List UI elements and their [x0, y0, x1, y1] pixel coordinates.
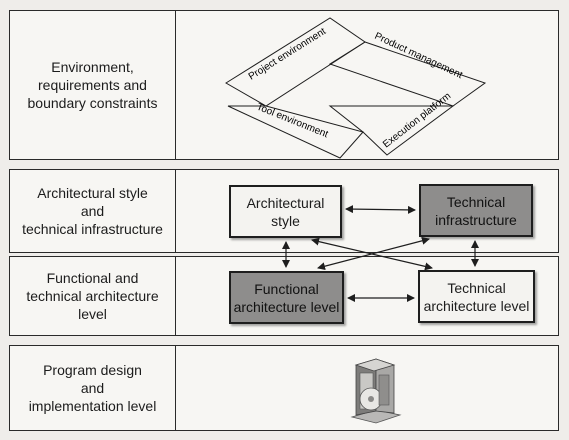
technical-architecture-line-2: architecture level — [423, 297, 530, 314]
program-label-line-2: and — [80, 380, 105, 396]
technical-infrastructure-box: Technical infrastructure — [419, 184, 533, 237]
row-divider — [175, 257, 176, 335]
product-management-label: Product management — [373, 31, 465, 81]
program-label-line-3: implementation level — [28, 398, 157, 414]
row-divider — [175, 346, 176, 430]
environment-row: Environment, requirements and boundary c… — [9, 10, 559, 160]
style-infrastructure-row-label: Architectural style and technical infras… — [10, 170, 175, 252]
row-divider — [175, 170, 176, 252]
program-design-row-label: Program design and implementation level — [10, 346, 175, 430]
technical-architecture-line-1: Technical — [447, 279, 506, 296]
execution-platform-label: Execution platform — [381, 91, 453, 151]
style-label-line-2: and — [80, 203, 105, 219]
program-label-line-1: Program design — [43, 362, 142, 378]
technical-infrastructure-line-1: Technical — [446, 193, 506, 210]
row-divider — [175, 11, 176, 159]
architectural-style-line-1: Architectural — [246, 194, 325, 211]
environment-label-line-1: Environment, — [51, 59, 134, 75]
architectural-style-line-2: style — [271, 212, 300, 229]
software-package-icon — [350, 358, 402, 424]
environment-label-line-2: requirements and — [38, 77, 147, 93]
environment-label-line-3: boundary constraints — [27, 95, 158, 111]
functional-architecture-line-1: Functional — [254, 280, 319, 297]
arch-label-line-2: technical architecture — [26, 288, 159, 304]
tool-environment-label: Tool environment — [255, 102, 330, 141]
environment-row-label: Environment, requirements and boundary c… — [10, 11, 175, 159]
architecture-level-row-label: Functional and technical architecture le… — [10, 257, 175, 335]
quadrant-project-environment — [225, 17, 366, 107]
technical-architecture-level-box: Technical architecture level — [418, 270, 535, 323]
functional-architecture-line-2: architecture level — [233, 298, 340, 315]
quadrant-execution-platform — [328, 105, 455, 156]
technical-infrastructure-line-2: infrastructure — [435, 211, 517, 228]
quadrant-tool-environment — [227, 105, 364, 159]
architectural-style-box: Architectural style — [229, 185, 342, 238]
functional-architecture-level-box: Functional architecture level — [229, 271, 344, 324]
style-label-line-3: technical infrastructure — [22, 221, 163, 237]
program-design-row: Program design and implementation level — [9, 345, 559, 431]
arch-label-line-3: level — [78, 306, 107, 322]
arch-label-line-1: Functional and — [46, 270, 139, 286]
style-label-line-1: Architectural style — [37, 185, 148, 201]
